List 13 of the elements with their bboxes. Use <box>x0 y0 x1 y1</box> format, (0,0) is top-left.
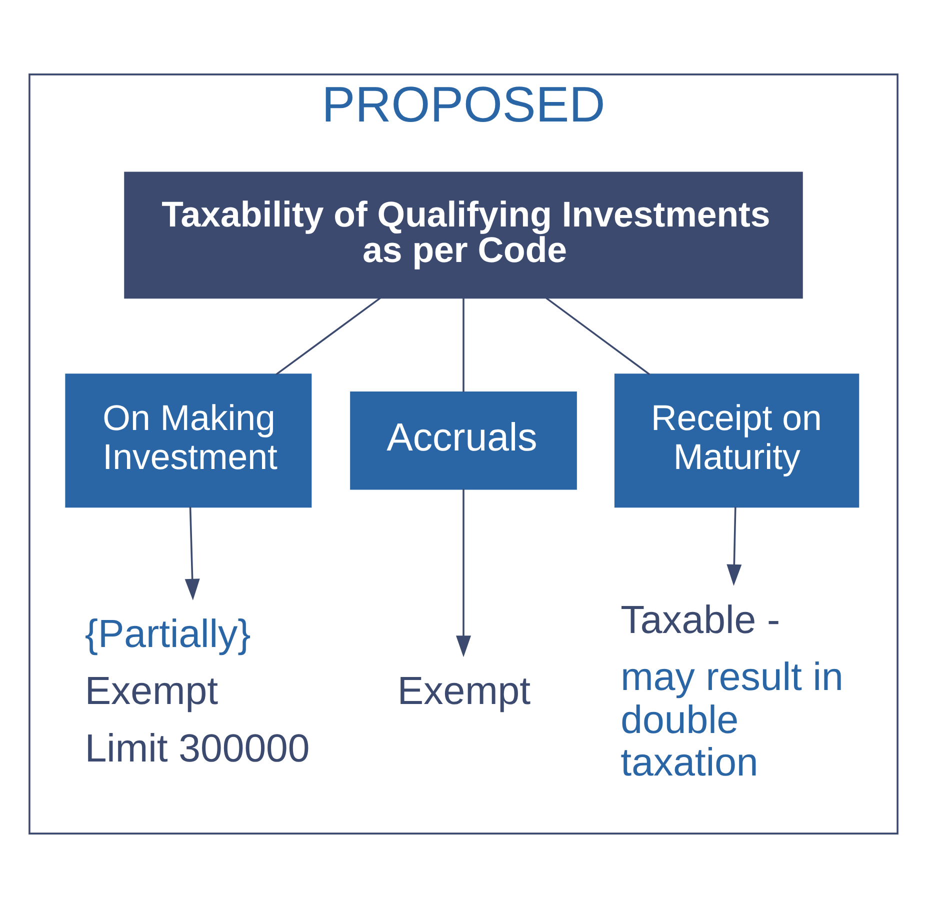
arrow <box>184 506 200 600</box>
arrow <box>456 488 471 658</box>
connector <box>546 297 650 376</box>
arrow <box>726 506 742 586</box>
connector <box>462 298 464 392</box>
node-box: Receipt on Maturity <box>614 374 860 508</box>
node-box: On Making Investment <box>65 374 312 508</box>
node-text: Taxable - may result in double taxation <box>620 598 844 785</box>
node-text: {Partially} Exempt Limit 300000 <box>84 612 310 770</box>
node-box: Taxability of Qualifying Investments as per Code <box>124 172 803 299</box>
node-box: Accruals <box>350 391 577 490</box>
node-text: Exempt <box>397 669 531 714</box>
connector <box>276 297 381 376</box>
